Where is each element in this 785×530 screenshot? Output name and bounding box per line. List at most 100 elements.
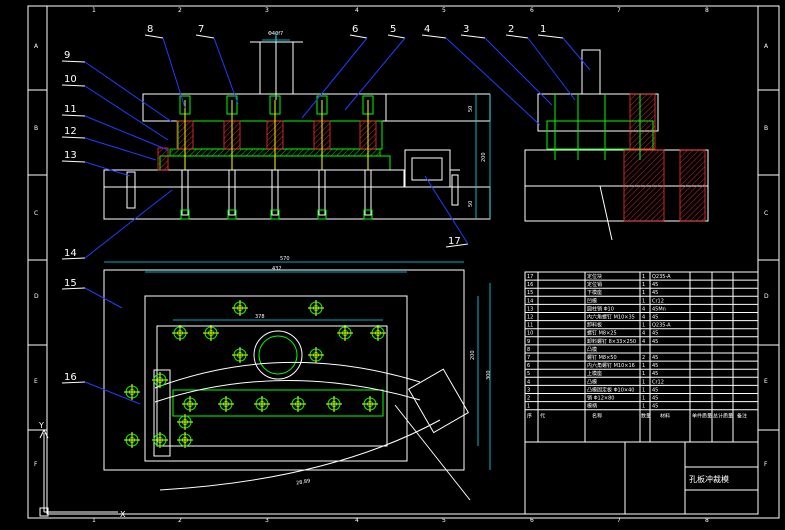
bom-no: 5	[527, 371, 530, 377]
bom-mat: 45Mn	[652, 306, 666, 312]
leader-underline	[387, 34, 406, 39]
leader-line	[562, 37, 591, 71]
zone-number-bottom: 1	[92, 517, 96, 524]
balloon-15: 15	[64, 278, 77, 289]
leader-line	[84, 115, 169, 151]
bom-mat: 45	[652, 371, 658, 377]
bom-qty: 1	[642, 282, 645, 288]
bom-qty: 1	[642, 274, 645, 280]
leader-underline	[195, 34, 215, 39]
bom-qty: 1	[642, 387, 645, 393]
balloon-10: 10	[64, 74, 77, 85]
leader-line	[484, 37, 553, 106]
zone-letter-right: E	[764, 378, 768, 385]
leader-line	[84, 137, 157, 161]
zone-letter-right: D	[764, 293, 769, 300]
zone-number-bottom: 4	[355, 517, 359, 524]
die-screw	[271, 169, 279, 216]
balloon-1: 1	[540, 24, 546, 35]
balloon-6: 6	[352, 24, 358, 35]
bom-no: 6	[527, 363, 530, 369]
bom-name: 卸料螺钉 8×33×250	[587, 338, 636, 345]
zone-number-bottom: 6	[530, 517, 534, 524]
bom-mat: Cr12	[652, 379, 664, 385]
dim-378: 378	[255, 314, 265, 320]
leader-line	[527, 37, 576, 101]
bom-name: 凸模	[587, 346, 597, 353]
die-screw-head	[270, 209, 280, 220]
bom-mat: 45	[652, 387, 658, 393]
bom-name: 定位块	[587, 273, 602, 280]
leader-underline	[505, 34, 529, 39]
leader-line	[84, 161, 131, 177]
bom-header: 材料	[660, 413, 670, 420]
bom-header: 名称	[592, 413, 602, 420]
die-screw-head	[317, 209, 327, 220]
bom-name: 上模座	[587, 370, 602, 377]
bom-name: 凸模固定板 Φ10×40	[587, 386, 634, 393]
leader-underline	[460, 34, 486, 39]
dim-300: 300	[486, 370, 492, 380]
bom-mat: 45	[652, 282, 658, 288]
leader-line	[344, 37, 406, 111]
bom-mat: Cr12	[652, 298, 664, 304]
die-screw	[318, 169, 326, 216]
balloon-7: 7	[198, 24, 204, 35]
bom-header: 备注	[737, 413, 747, 420]
bom-no: 13	[527, 306, 533, 312]
leader-line	[162, 37, 186, 109]
bom-qty: 4	[642, 306, 645, 312]
leader-underline	[537, 34, 564, 39]
ucs-x: X	[120, 510, 126, 519]
bom-mat: 45	[652, 339, 658, 345]
die-screw	[181, 169, 189, 216]
leader-line	[84, 61, 173, 123]
zone-number-bottom: 5	[442, 517, 446, 524]
plan-view	[103, 269, 471, 501]
ucs-y: Y	[38, 421, 44, 430]
leader-underline	[61, 160, 86, 163]
leader-line	[213, 37, 239, 105]
bom-name: 下模座	[587, 289, 602, 296]
bom-name: 凸模	[587, 378, 597, 385]
balloon-8: 8	[147, 24, 153, 35]
leader-line	[84, 85, 169, 141]
bolt-holes	[124, 300, 386, 448]
balloon-17: 17	[448, 236, 461, 247]
zone-letter-left: F	[34, 461, 38, 468]
bom-no: 17	[527, 274, 533, 280]
zone-letter-left: A	[34, 43, 39, 50]
side-view	[524, 49, 709, 241]
leader-underline	[349, 34, 368, 39]
bom-no: 4	[527, 379, 530, 385]
bom-mat: 45	[652, 331, 658, 337]
bom-name: 销 Φ12×80	[587, 395, 614, 402]
leader-underline	[61, 136, 86, 139]
bom-no: 7	[527, 355, 530, 361]
bom-name: 内六角螺钉 M10×35	[587, 314, 635, 321]
die-screw-head	[227, 209, 237, 220]
balloon-2: 2	[508, 24, 514, 35]
zone-letter-left: D	[34, 293, 39, 300]
drawing-title: 孔板冲裁模	[689, 474, 729, 484]
zone-number-top: 6	[530, 7, 534, 14]
balloon-11: 11	[64, 104, 77, 115]
bom-no: 12	[527, 315, 533, 321]
front-dimensions: Φ40f7 50 200 50	[262, 31, 491, 219]
bom-qty: 1	[642, 298, 645, 304]
balloon-5: 5	[390, 24, 396, 35]
dim-arc: 28.89	[296, 478, 311, 486]
leader-underline	[61, 381, 86, 384]
bom-header: 代	[540, 413, 545, 420]
bom-name: 卸料板	[587, 322, 602, 329]
die-screw-head	[363, 209, 373, 220]
bom-qty: 1	[642, 363, 645, 369]
zone-number-top: 4	[355, 7, 359, 14]
punch-group	[126, 95, 377, 220]
leader-line	[424, 175, 469, 245]
zone-number-top: 1	[92, 7, 96, 14]
